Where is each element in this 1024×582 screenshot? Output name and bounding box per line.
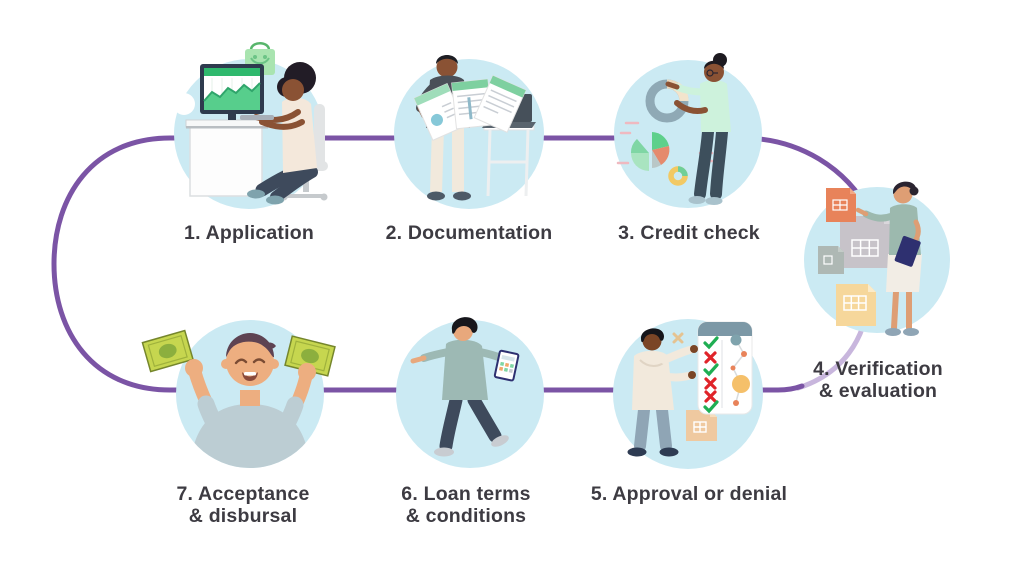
money-bill-icon-left: [141, 329, 194, 373]
calculator-icon: [493, 349, 520, 382]
step-7-label: 7. Acceptance & disbursal: [176, 483, 310, 527]
person-acceptance: [185, 333, 316, 468]
checklist-icon: [697, 321, 753, 415]
pie-chart-icon: [630, 132, 670, 171]
person-approval: [627, 328, 698, 457]
dash-decor: [616, 121, 714, 165]
files-icon: [818, 188, 892, 326]
step-1-illustration: [173, 42, 328, 209]
step-3-illustration: [614, 53, 762, 208]
document-icon: [686, 410, 717, 441]
step-3-label: 3. Credit check: [618, 222, 760, 244]
step-6-label: 6. Loan terms & conditions: [401, 483, 531, 527]
step-1-label: 1. Application: [184, 222, 314, 244]
step-7-illustration: [141, 320, 336, 468]
person-credit-check: [665, 53, 731, 205]
connector-main-path: [51, 135, 877, 393]
person-loan-terms: [410, 317, 520, 457]
money-bill-icon-right: [284, 335, 336, 377]
small-donut-icon: [668, 166, 688, 186]
step-6-illustration: [396, 317, 544, 468]
person-verification: [855, 181, 922, 336]
step-5-illustration: [613, 319, 763, 469]
step-5-label: 5. Approval or denial: [590, 483, 788, 505]
documents-icon: [413, 75, 527, 141]
desk: [185, 119, 269, 197]
step-2-label: 2. Documentation: [385, 222, 553, 244]
person-applying: [240, 62, 318, 205]
step-4-label: 4. Verification & evaluation: [813, 358, 943, 402]
monitor-icon: [200, 64, 264, 120]
decor-white-dot: [173, 93, 195, 115]
step-4-illustration: [804, 181, 950, 336]
step-3-circle: [614, 60, 762, 208]
x-decor: [672, 332, 684, 344]
step-2-illustration: [394, 55, 544, 209]
